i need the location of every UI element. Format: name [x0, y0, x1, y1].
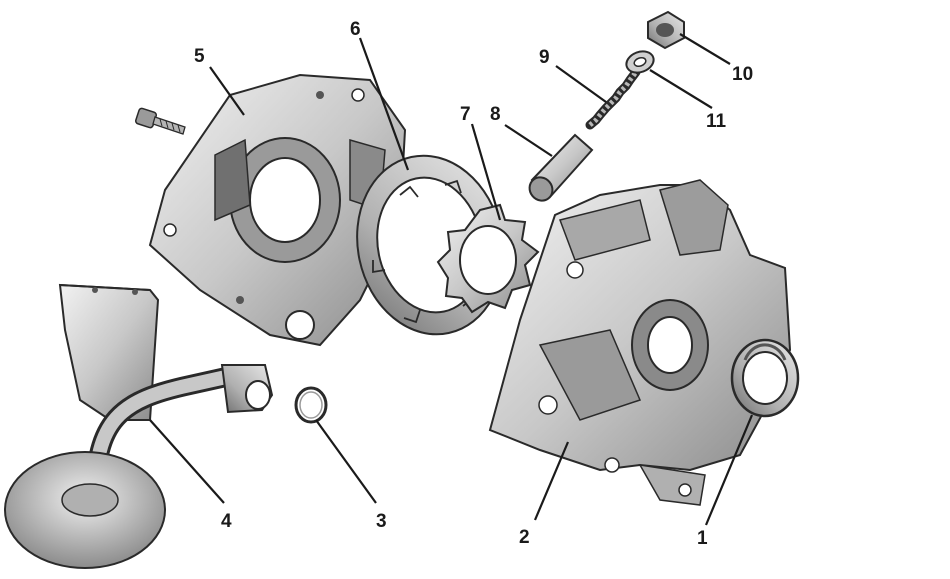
callout-labels: 1 2 3 4 5 6 7 8 9 10 11 — [194, 19, 753, 549]
cover-plate — [148, 73, 407, 347]
callout-7: 7 — [460, 104, 471, 125]
plug-washer — [625, 50, 655, 74]
callout-4: 4 — [221, 511, 232, 532]
leader-5 — [209, 66, 245, 116]
inner-rotor — [436, 203, 540, 314]
callout-1: 1 — [697, 528, 708, 549]
leader-7 — [470, 123, 502, 221]
relief-plunger — [528, 133, 594, 202]
callout-8: 8 — [490, 104, 501, 125]
leader-4 — [149, 419, 225, 504]
callout-9: 9 — [539, 47, 550, 68]
callout-11: 11 — [706, 111, 727, 132]
leader-lines — [149, 33, 754, 526]
callout-3: 3 — [376, 511, 387, 532]
leader-9 — [555, 65, 607, 103]
callout-6: 6 — [350, 19, 361, 40]
relief-spring — [585, 67, 641, 130]
callout-2: 2 — [519, 527, 530, 548]
relief-plug — [647, 10, 685, 50]
oil-pickup — [4, 283, 274, 569]
pump-housing — [488, 179, 792, 506]
callout-10: 10 — [732, 64, 753, 85]
leader-8 — [504, 124, 553, 157]
leader-3 — [315, 419, 377, 504]
cover-bolt — [134, 107, 186, 135]
leader-11 — [649, 69, 713, 109]
leader-1 — [704, 414, 754, 526]
oil-seal — [730, 338, 800, 418]
seal-ring — [294, 386, 328, 424]
callout-5: 5 — [194, 46, 205, 67]
leader-6 — [358, 37, 410, 171]
leader-10 — [679, 33, 731, 65]
leader-2 — [533, 441, 570, 521]
